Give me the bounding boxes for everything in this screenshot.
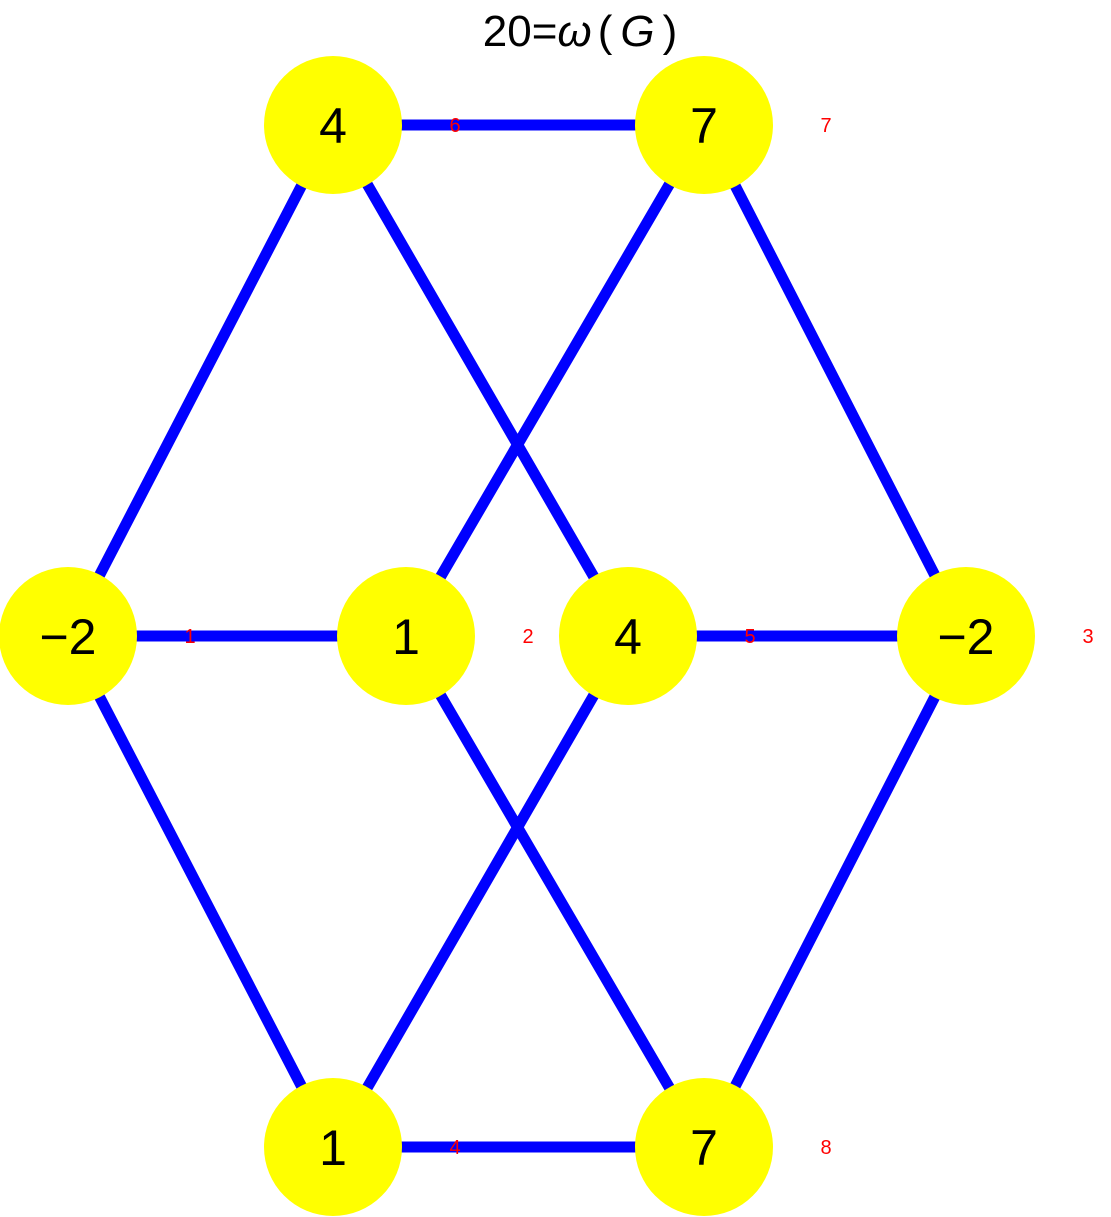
edge-7-3 (699, 122, 971, 639)
title-omega-symbol: ω (557, 7, 591, 56)
node-value-label: 4 (319, 98, 347, 154)
node-index-label: 4 (449, 1137, 460, 1159)
node-index-label: 6 (449, 115, 460, 137)
graph-title: 20=ω(G) (483, 7, 677, 56)
edges-layer (63, 119, 971, 1153)
node-value-label: 1 (319, 1120, 347, 1176)
node-value-label: 1 (392, 609, 420, 665)
edge-5-4 (328, 633, 633, 1150)
node-circle (0, 567, 137, 705)
node-circle (264, 56, 402, 194)
title-prefix: 20= (483, 7, 558, 56)
node-circle (337, 567, 475, 705)
edge-7-2 (401, 122, 709, 639)
node-circle (559, 567, 697, 705)
edge-6-5 (328, 122, 633, 639)
graph-node-3: −2 3 (897, 567, 1094, 705)
node-index-label: 7 (820, 115, 831, 137)
node-index-label: 2 (522, 626, 533, 648)
node-value-label: 4 (614, 609, 642, 665)
node-value-label: −2 (39, 609, 96, 665)
graph-node-1: −2 1 (0, 567, 196, 705)
edge-1-4 (63, 633, 338, 1150)
node-circle (897, 567, 1035, 705)
edge-3-8 (699, 633, 971, 1150)
node-circle (635, 56, 773, 194)
node-value-label: 7 (690, 1120, 718, 1176)
title-graph-name: G (620, 7, 654, 56)
node-index-label: 5 (744, 626, 755, 648)
node-circle (635, 1078, 773, 1216)
node-index-label: 8 (820, 1137, 831, 1159)
title-open-paren: ( (598, 7, 613, 56)
node-value-label: 7 (690, 98, 718, 154)
node-value-label: −2 (937, 609, 994, 665)
node-circle (264, 1078, 402, 1216)
edge-2-8 (401, 633, 709, 1150)
title-close-paren: ) (663, 7, 678, 56)
edge-6-1 (63, 122, 338, 639)
node-index-label: 3 (1082, 626, 1093, 648)
node-index-label: 1 (184, 626, 195, 648)
